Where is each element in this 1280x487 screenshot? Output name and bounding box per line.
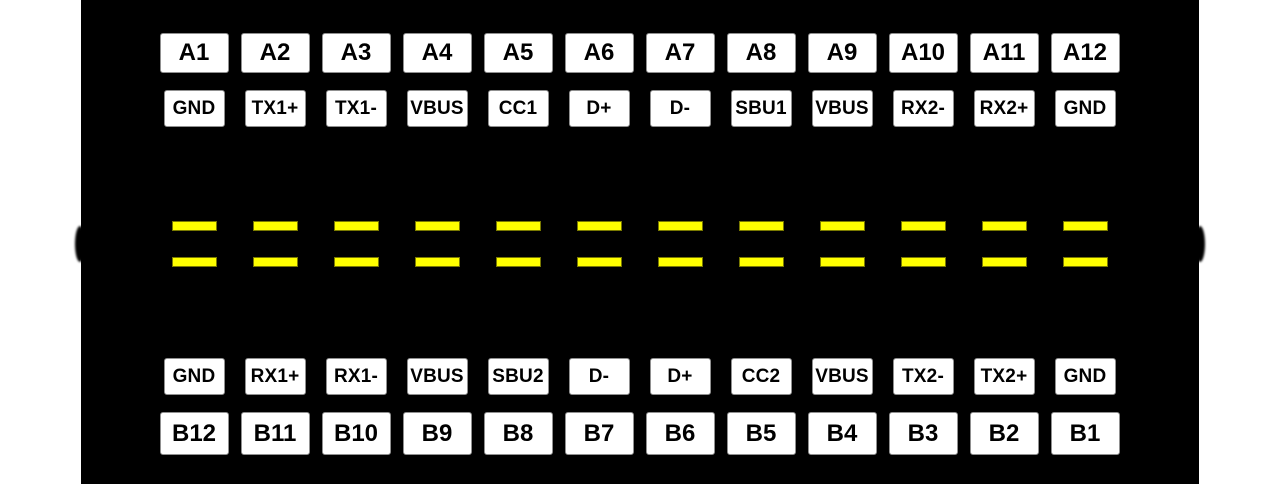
pin-contact-top <box>1062 221 1108 231</box>
pin-a-signal-label: TX1+ <box>244 90 306 127</box>
pin-b-label: B8 <box>483 412 553 455</box>
pin-a-label: A11 <box>969 33 1039 73</box>
pin-a-label: A12 <box>1050 33 1120 73</box>
pin-a-label: A6 <box>564 33 634 73</box>
pin-a-label: A4 <box>402 33 472 73</box>
pin-b-label: B2 <box>969 412 1039 455</box>
pin-a-signal-label: TX1- <box>325 90 387 127</box>
pin-contact-top <box>981 221 1027 231</box>
pin-a-signal-label: VBUS <box>406 90 468 127</box>
pin-a-signal-label: SBU1 <box>730 90 792 127</box>
pin-contact-top <box>252 221 298 231</box>
pin-contact-top <box>333 221 379 231</box>
pin-b-signal-label: D+ <box>649 358 711 395</box>
pin-a-label: A9 <box>807 33 877 73</box>
pin-a-label: A3 <box>321 33 391 73</box>
pin-a-signal-label: CC1 <box>487 90 549 127</box>
pin-contact-bottom <box>576 257 622 267</box>
pin-b-label: B10 <box>321 412 391 455</box>
pin-b-label: B1 <box>1050 412 1120 455</box>
pin-contact-bottom <box>414 257 460 267</box>
pin-contact-top <box>819 221 865 231</box>
pin-contact-top <box>414 221 460 231</box>
pin-b-signal-label: SBU2 <box>487 358 549 395</box>
pin-b-label: B11 <box>240 412 310 455</box>
pin-a-signal-label: RX2- <box>892 90 954 127</box>
pin-b-signal-label: VBUS <box>406 358 468 395</box>
pin-b-signal-label: VBUS <box>811 358 873 395</box>
pin-a-signal-label: D+ <box>568 90 630 127</box>
pin-contact-top <box>900 221 946 231</box>
pin-a-label: A1 <box>159 33 229 73</box>
pin-contact-top <box>495 221 541 231</box>
pin-b-signal-label: CC2 <box>730 358 792 395</box>
pin-a-signal-label: GND <box>1054 90 1116 127</box>
pin-a-signal-label: GND <box>163 90 225 127</box>
pin-a-label: A2 <box>240 33 310 73</box>
pin-b-signal-label: TX2+ <box>973 358 1035 395</box>
pin-contact-bottom <box>495 257 541 267</box>
pin-b-label: B6 <box>645 412 715 455</box>
pin-a-label: A10 <box>888 33 958 73</box>
pin-a-signal-label: VBUS <box>811 90 873 127</box>
pin-b-signal-label: D- <box>568 358 630 395</box>
pin-a-signal-label: D- <box>649 90 711 127</box>
pin-a-signal-label: RX2+ <box>973 90 1035 127</box>
pin-a-label: A8 <box>726 33 796 73</box>
pin-contact-top <box>657 221 703 231</box>
pin-contact-bottom <box>981 257 1027 267</box>
pin-b-signal-label: GND <box>163 358 225 395</box>
pin-contact-bottom <box>738 257 784 267</box>
connector-right-tab-icon <box>1195 226 1205 262</box>
pin-b-signal-label: TX2- <box>892 358 954 395</box>
pin-contact-bottom <box>171 257 217 267</box>
pin-b-label: B7 <box>564 412 634 455</box>
pin-b-signal-label: RX1+ <box>244 358 306 395</box>
pin-contact-top <box>171 221 217 231</box>
pin-contact-bottom <box>1062 257 1108 267</box>
pin-contact-top <box>576 221 622 231</box>
pin-a-label: A7 <box>645 33 715 73</box>
pin-contact-top <box>738 221 784 231</box>
pin-contact-bottom <box>819 257 865 267</box>
pin-contact-bottom <box>657 257 703 267</box>
connector-body <box>81 0 1199 484</box>
pin-a-label: A5 <box>483 33 553 73</box>
pin-b-label: B12 <box>159 412 229 455</box>
pin-b-label: B5 <box>726 412 796 455</box>
pin-contact-bottom <box>252 257 298 267</box>
pin-contact-bottom <box>900 257 946 267</box>
pin-b-signal-label: GND <box>1054 358 1116 395</box>
pin-b-label: B9 <box>402 412 472 455</box>
pin-b-label: B4 <box>807 412 877 455</box>
pin-contact-bottom <box>333 257 379 267</box>
pin-b-signal-label: RX1- <box>325 358 387 395</box>
connector-left-tab-icon <box>75 226 85 262</box>
pin-b-label: B3 <box>888 412 958 455</box>
